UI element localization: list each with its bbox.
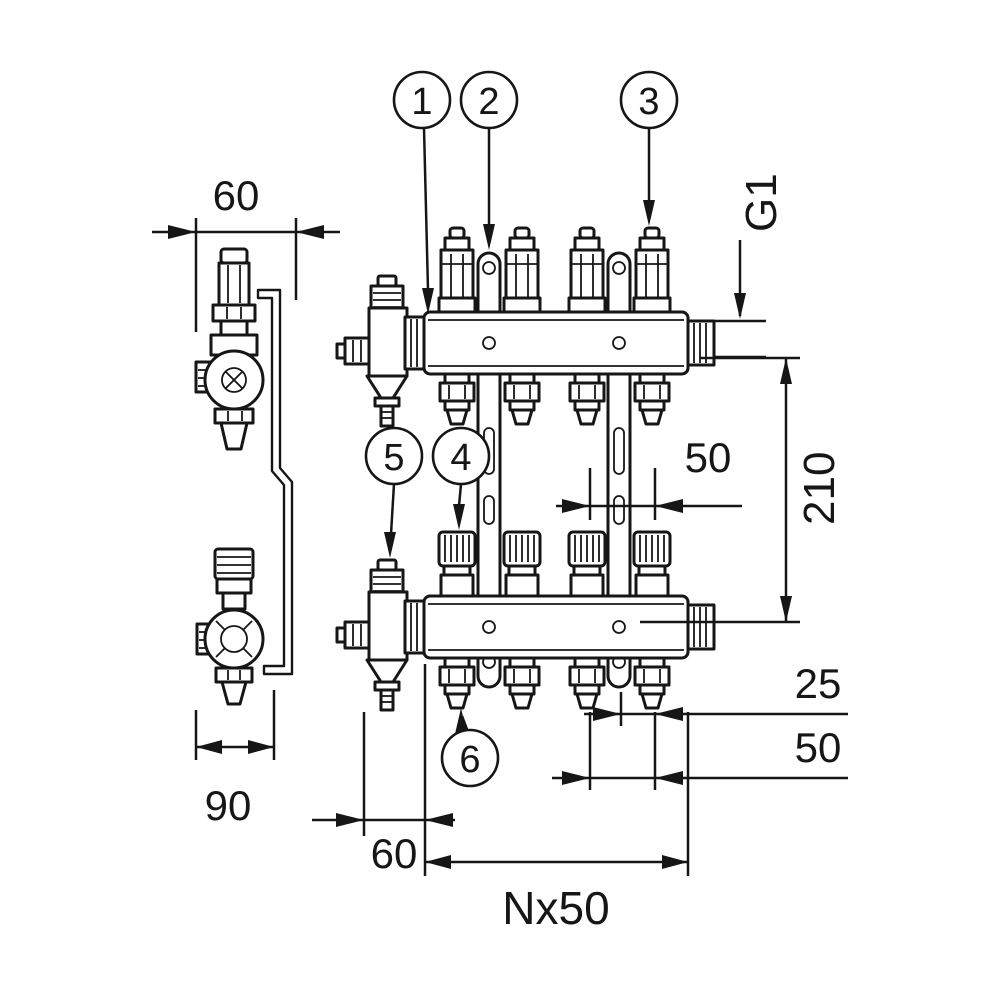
loop-connector-top-2 xyxy=(503,372,541,426)
dim-label-total-length: Nx50 xyxy=(502,882,609,934)
flow-meter-2 xyxy=(502,226,542,316)
side-upper-assembly xyxy=(194,247,265,451)
dim-label-spacing-bottom: 50 xyxy=(795,724,842,771)
callout-2: 2 xyxy=(459,70,519,130)
thermostatic-valve-4 xyxy=(632,530,672,600)
return-end-nut xyxy=(403,599,426,655)
callout-1-label: 1 xyxy=(411,81,432,123)
bracket-screw xyxy=(482,620,496,634)
callout-3-label: 3 xyxy=(638,81,659,123)
end-fitting-top xyxy=(335,274,409,428)
flow-meter-3 xyxy=(567,226,607,316)
supply-end-nut xyxy=(403,315,426,371)
callout-5: 5 xyxy=(364,426,424,486)
callout-1: 1 xyxy=(392,70,452,130)
return-manifold-bar xyxy=(422,594,690,660)
callout-6: 6 xyxy=(440,728,500,788)
flow-meter-4 xyxy=(632,226,672,316)
dim-thread-g1: G1 xyxy=(714,173,786,359)
loop-connector-bottom-1 xyxy=(438,656,476,710)
callout-4: 4 xyxy=(431,426,491,486)
dim-label-end-section: 60 xyxy=(371,830,418,877)
return-thread-stub xyxy=(686,603,716,651)
callout-6-label: 6 xyxy=(459,739,480,781)
dim-label-side-depth: 90 xyxy=(205,782,252,829)
dimension-annotations: G1 210 50 25 xyxy=(312,173,848,934)
dim-label-height: 210 xyxy=(795,452,844,525)
loop-connector-bottom-3 xyxy=(568,656,606,710)
dim-side-width: 60 xyxy=(152,172,340,332)
thermostatic-valve-1 xyxy=(437,530,477,600)
side-lower-assembly xyxy=(195,547,265,706)
loop-connector-top-3 xyxy=(568,372,606,426)
supply-manifold-bar xyxy=(422,310,690,376)
dim-overall-height: 210 xyxy=(640,356,844,624)
dim-label-thread: G1 xyxy=(737,173,786,232)
callout-leaders xyxy=(384,127,655,734)
bracket-screw xyxy=(482,336,496,350)
dim-total-length: Nx50 xyxy=(425,712,690,934)
loop-connector-bottom-4 xyxy=(633,656,671,710)
dim-label-offset: 25 xyxy=(795,660,842,707)
flow-meter-1 xyxy=(437,226,477,316)
dim-outlet-spacing-top: 50 xyxy=(556,434,742,520)
callout-balloons: 1 2 3 5 4 6 xyxy=(364,70,679,788)
loop-connector-bottom-2 xyxy=(503,656,541,710)
dim-label-side-width: 60 xyxy=(213,172,260,219)
callout-4-label: 4 xyxy=(450,437,471,479)
loop-connector-top-4 xyxy=(633,372,671,426)
callout-3: 3 xyxy=(619,70,679,130)
dim-bracket-offset: 25 xyxy=(584,660,848,790)
dim-side-depth: 90 xyxy=(194,690,276,829)
side-view: 60 xyxy=(152,172,340,829)
loop-connector-top-1 xyxy=(438,372,476,426)
bracket-side-profile xyxy=(256,288,294,676)
dim-end-section: 60 xyxy=(312,664,455,877)
callout-5-label: 5 xyxy=(383,437,404,479)
front-view xyxy=(335,226,716,712)
callout-2-label: 2 xyxy=(478,81,499,123)
dim-outlet-spacing-bottom: 50 xyxy=(552,712,848,790)
thermostatic-valve-2 xyxy=(502,530,542,600)
end-fitting-bottom xyxy=(335,558,409,712)
dim-label-spacing-top: 50 xyxy=(685,434,732,481)
bracket-screw xyxy=(612,620,626,634)
thermostatic-valve-3 xyxy=(567,530,607,600)
bracket-screw xyxy=(612,336,626,350)
